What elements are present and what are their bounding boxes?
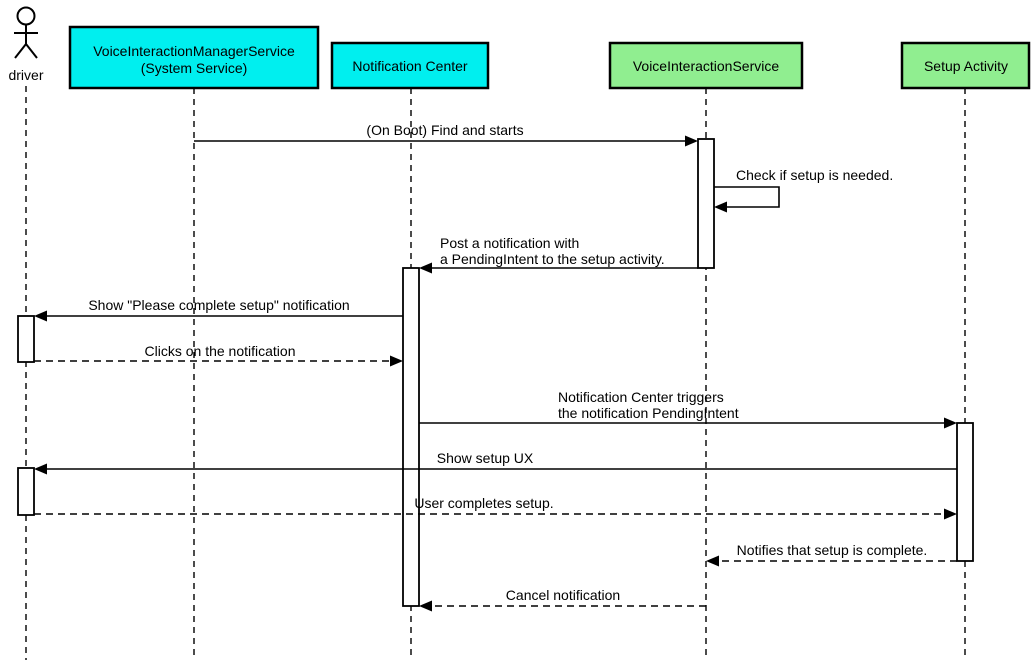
arrowhead-left-icon xyxy=(34,463,47,475)
participant-box-voice-interaction-service xyxy=(608,41,804,90)
participant-box-vims xyxy=(68,25,320,90)
message-label-4: Show "Please complete setup" notificatio… xyxy=(88,297,349,313)
message-label-9: Notifies that setup is complete. xyxy=(737,542,928,558)
arrowhead-left-icon xyxy=(706,555,719,567)
participant-label-vims-line1: VoiceInteractionManagerService xyxy=(93,43,295,59)
actor-label: driver xyxy=(8,67,43,83)
message-label-7: Show setup UX xyxy=(437,450,534,466)
arrowhead-right-icon xyxy=(685,135,698,147)
message-label-6-line2: the notification PendingIntent xyxy=(558,405,739,421)
arrowhead-left-icon xyxy=(419,262,432,274)
participant-label-vims-line2: (System Service) xyxy=(141,60,248,76)
message-label-6-line1: Notification Center triggers xyxy=(558,389,724,405)
activation-bar-driver-2 xyxy=(17,467,35,516)
arrowhead-left-icon xyxy=(34,310,47,322)
message-label-8: User completes setup. xyxy=(414,495,553,511)
activation-bar-notification-center xyxy=(402,267,420,607)
arrowhead-right-icon xyxy=(390,355,403,367)
actor-figure xyxy=(14,6,38,59)
participant-label-setup-activity: Setup Activity xyxy=(924,58,1008,74)
arrowhead-left-icon xyxy=(419,600,432,612)
actor-right-leg xyxy=(25,43,38,59)
actor-head xyxy=(16,6,36,26)
participant-box-notification-center xyxy=(330,41,490,90)
self-message-loop xyxy=(714,186,780,208)
message-label-3-line2: a PendingIntent to the setup activity. xyxy=(440,251,665,267)
arrowhead-right-icon xyxy=(944,508,957,520)
message-label-2: Check if setup is needed. xyxy=(736,167,893,183)
activation-bar-setup-activity xyxy=(956,422,974,562)
activation-bar-voice-interaction-service xyxy=(697,138,715,269)
arrowhead-right-icon xyxy=(944,417,957,429)
arrowhead-left-icon xyxy=(714,201,727,213)
participant-label-notification-center: Notification Center xyxy=(352,58,468,74)
message-label-10: Cancel notification xyxy=(506,587,620,603)
message-label-1: (On Boot) Find and starts xyxy=(366,122,523,138)
participant-box-setup-activity xyxy=(900,41,1031,90)
message-label-3-line1: Post a notification with xyxy=(440,235,579,251)
activation-bar-driver-1 xyxy=(17,315,35,363)
message-label-5: Clicks on the notification xyxy=(145,343,296,359)
actor-left-leg xyxy=(14,43,27,59)
participant-label-voice-interaction-service: VoiceInteractionService xyxy=(633,58,780,74)
